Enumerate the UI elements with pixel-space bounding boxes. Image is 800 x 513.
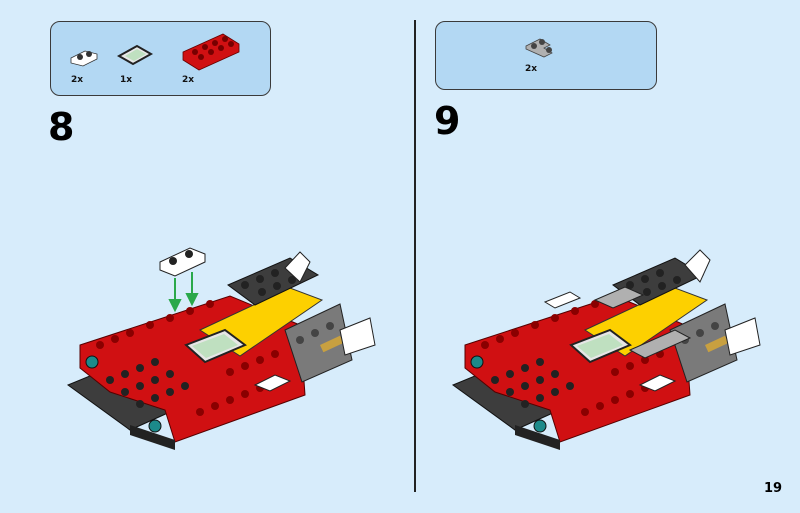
gray-corner-plate-part [525, 38, 553, 58]
parts-images [525, 38, 553, 58]
step-number-8: 8 [48, 105, 75, 149]
printed-tile-part [116, 44, 154, 66]
part-qty: 1x [120, 75, 133, 85]
white-rounded-plate-part [70, 50, 98, 67]
red-plate-part [182, 33, 240, 71]
parts-list-step-9: 2x [435, 21, 657, 90]
step-number-9: 9 [434, 99, 461, 143]
step-8-model [67, 247, 376, 451]
part-qty: 2x [71, 75, 84, 85]
part-qty: 2x [182, 75, 195, 85]
white-plate-incoming [159, 247, 206, 277]
white-piece [284, 251, 311, 283]
step-divider [414, 20, 416, 492]
part-qty: 2x [525, 64, 538, 74]
step-9-model [452, 249, 761, 451]
parts-list-step-8: 2x 1x 2x [50, 21, 271, 96]
parts-images [70, 33, 240, 71]
page-number: 19 [764, 481, 783, 496]
green-arrow-icon [168, 272, 199, 313]
